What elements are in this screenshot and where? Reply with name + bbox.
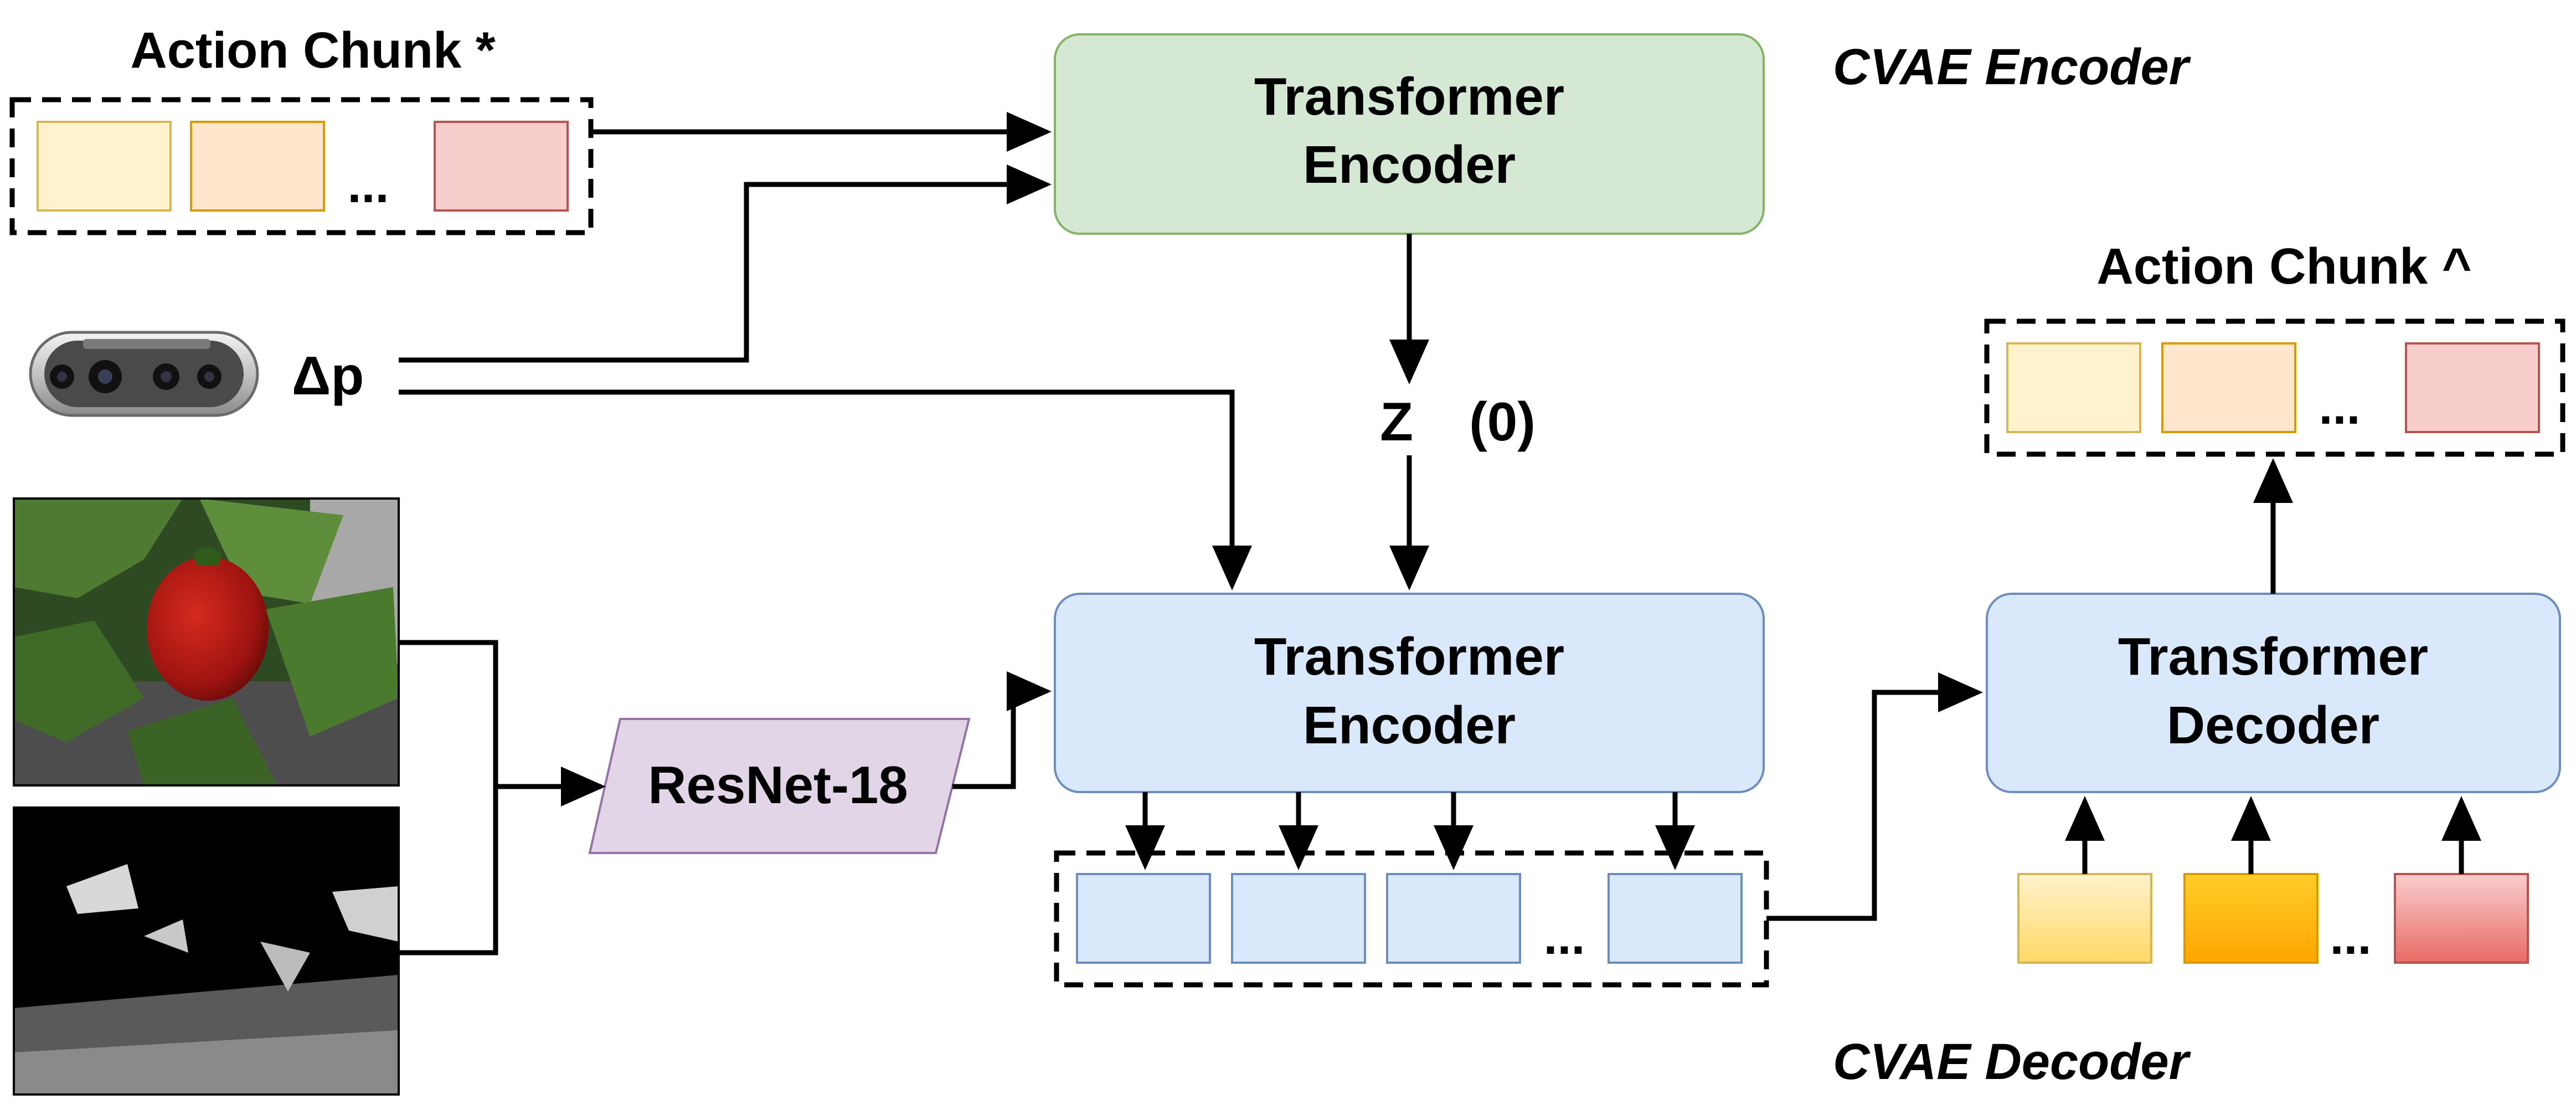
decoder-query-token-2 (2183, 873, 2319, 964)
cvae-transformer-encoder (1054, 33, 1765, 235)
encoder-output-token-3 (1386, 873, 1521, 964)
decoder-query-token-last (2394, 873, 2529, 964)
latent-z-label: Z (1380, 391, 1413, 452)
resnet-18-block (588, 718, 971, 854)
depth-camera-icon (29, 331, 259, 417)
action-chunk-output-token-last (2405, 342, 2540, 433)
rgb-image-pepper (13, 497, 400, 787)
cvae-encoder-label-line1: Transformer (1254, 67, 1564, 126)
decoder-query-ellipsis: ... (2330, 909, 2371, 965)
cvae-encoder-section-label: CVAE Encoder (1833, 39, 2191, 95)
transformer-encoder-label-line2: Encoder (1303, 696, 1516, 755)
transformer-decoder (1986, 593, 2561, 793)
action-chunk-input-ellipsis: ... (347, 158, 389, 213)
edge-delta-p-to-cvae-encoder (399, 165, 1052, 363)
cvae-encoder-label-line2: Encoder (1303, 135, 1516, 194)
transformer-decoder-label-line2: Decoder (2167, 696, 2379, 755)
edge-encoder-tokens-to-decoder (1766, 672, 1983, 921)
action-chunk-input-title: Action Chunk * (130, 22, 496, 79)
transformer-encoder (1054, 593, 1765, 793)
action-chunk-output-token-2 (2161, 342, 2296, 433)
action-chunk-input-token-last (434, 121, 569, 212)
delta-p-label: Δp (292, 345, 364, 406)
encoder-output-token-last (1608, 873, 1743, 964)
resnet-18-label: ResNet-18 (648, 756, 908, 815)
edge-rgb-image-to-merge (399, 640, 498, 955)
encoder-output-token-1 (1076, 873, 1211, 964)
action-chunk-input-token-2 (190, 121, 325, 212)
action-chunk-input-container (9, 97, 594, 235)
edge-delta-p-to-transformer-encoder (399, 389, 1252, 590)
encoder-output-token-2 (1231, 873, 1366, 964)
action-chunk-output-token-1 (2006, 342, 2141, 433)
action-chunk-output-ellipsis: ... (2319, 379, 2360, 435)
encoder-output-container (1054, 850, 1769, 988)
encoder-output-ellipsis: ... (1543, 909, 1585, 965)
transformer-decoder-label-line1: Transformer (2118, 627, 2428, 686)
action-chunk-output-container (1984, 318, 2565, 457)
action-chunk-output-title: Action Chunk ^ (2096, 238, 2471, 295)
decoder-query-token-1 (2017, 873, 2152, 964)
depth-image-pepper (13, 806, 400, 1096)
latent-zero-label: (0) (1469, 391, 1536, 452)
edge-resnet-to-transformer-encoder (952, 671, 1052, 789)
transformer-encoder-label-line1: Transformer (1254, 627, 1564, 686)
cvae-decoder-section-label: CVAE Decoder (1833, 1034, 2191, 1090)
action-chunk-input-token-1 (37, 121, 172, 212)
